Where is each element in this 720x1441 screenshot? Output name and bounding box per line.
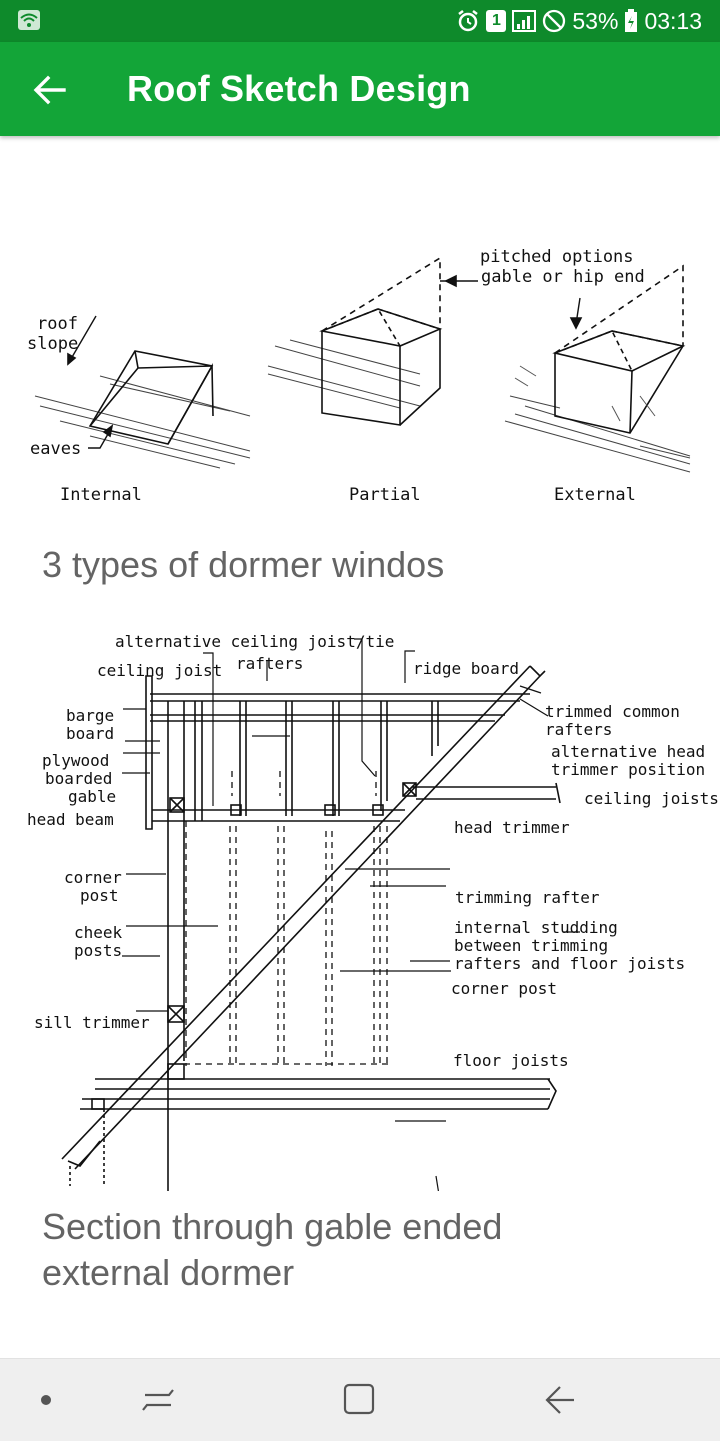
page-title: Roof Sketch Design xyxy=(127,68,471,109)
label-roof: roof xyxy=(37,314,78,334)
battery-icon xyxy=(625,9,638,32)
label-external: External xyxy=(554,485,636,505)
label-posts: posts xyxy=(74,941,122,960)
home-icon[interactable] xyxy=(334,1375,384,1425)
label-trimmed-common: trimmed common xyxy=(545,702,680,721)
back-arrow-icon[interactable] xyxy=(30,70,70,110)
label-cheek: cheek xyxy=(74,923,123,942)
do-not-disturb-icon xyxy=(543,9,566,33)
label-ridge-board: ridge board xyxy=(413,659,519,678)
label-gable: gable xyxy=(68,787,116,806)
dormer-types-diagram: roof slope eaves pitched options gable o… xyxy=(27,247,691,505)
label-alt-head: alternative head xyxy=(551,742,705,761)
gable-section-diagram: alternative ceiling joist/tie rafters ce… xyxy=(27,632,719,1191)
status-bar: 1 53% 03:13 xyxy=(0,0,720,42)
label-trimmer-position: trimmer position xyxy=(551,760,705,779)
label-trimmed-rafters: rafters xyxy=(545,720,612,739)
label-trimming-rafter: trimming rafter xyxy=(455,888,600,907)
label-corner-post-right: corner post xyxy=(451,979,557,998)
label-internal: Internal xyxy=(60,485,142,505)
label-ceiling-joist: ceiling joist xyxy=(97,661,222,680)
label-floor-joists: floor joists xyxy=(453,1051,569,1070)
label-eaves: eaves xyxy=(30,439,81,459)
content-area: roof slope eaves pitched options gable o… xyxy=(0,136,720,1358)
alarm-icon xyxy=(458,10,479,32)
label-ceiling-joists: ceiling joists xyxy=(584,789,719,808)
label-plywood: plywood xyxy=(42,751,109,770)
battery-percent: 53% xyxy=(572,7,619,34)
label-alt-ceiling: alternative ceiling joist/tie xyxy=(115,632,394,651)
app-bar: Roof Sketch Design xyxy=(0,42,720,136)
label-between-trimming: between trimming xyxy=(454,936,608,955)
caption-gable-section: Section through gable ended external dor… xyxy=(42,1206,503,1293)
label-partial: Partial xyxy=(349,485,421,505)
caption-dormer-types: 3 types of dormer windos xyxy=(42,544,445,585)
status-right: 1 53% 03:13 xyxy=(456,6,702,36)
label-head-beam: head beam xyxy=(27,810,114,829)
back-nav-icon[interactable] xyxy=(536,1375,586,1425)
label-head-trimmer: head trimmer xyxy=(454,818,570,837)
recent-apps-icon[interactable] xyxy=(133,1375,183,1425)
label-post: post xyxy=(80,886,119,905)
clock: 03:13 xyxy=(644,7,702,34)
label-rafters-floor: rafters and floor joists xyxy=(454,954,685,973)
label-gable-hip: gable or hip end xyxy=(481,267,645,287)
signal-icon xyxy=(512,10,537,32)
label-sill-trimmer: sill trimmer xyxy=(34,1013,150,1032)
label-pitched-options: pitched options xyxy=(480,247,634,267)
label-slope: slope xyxy=(27,334,78,354)
label-internal-studding: internal studding xyxy=(454,918,618,937)
label-corner: corner xyxy=(64,868,122,887)
label-boarded: boarded xyxy=(45,769,112,788)
system-nav-bar xyxy=(0,1358,720,1441)
sim-badge: 1 xyxy=(486,10,507,32)
label-board: board xyxy=(66,724,114,743)
label-rafters: rafters xyxy=(236,654,303,673)
dot-indicator-icon[interactable] xyxy=(21,1375,71,1425)
wifi-icon xyxy=(18,10,40,30)
label-barge: barge xyxy=(66,706,114,725)
